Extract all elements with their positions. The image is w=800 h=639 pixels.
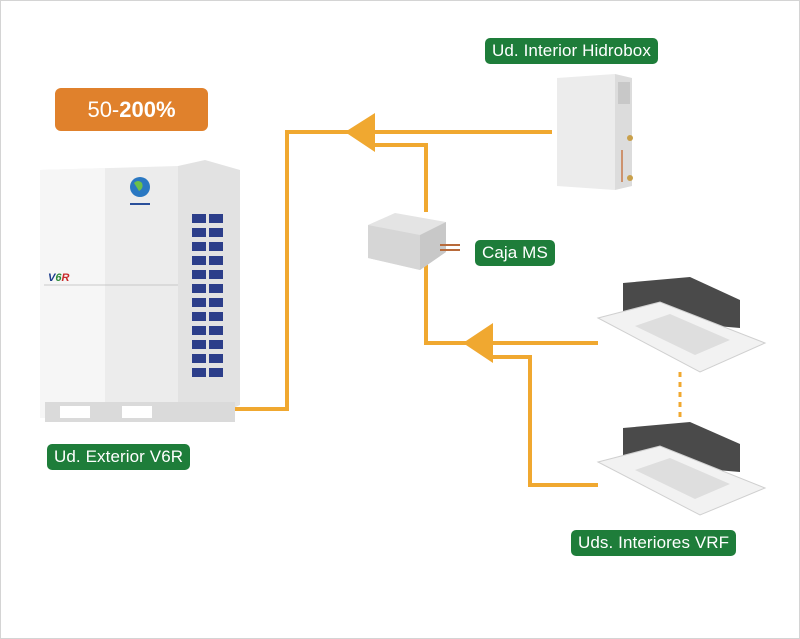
label-indoor-units: Uds. Interiores VRF: [571, 530, 737, 556]
outdoor-unit-grille: [192, 214, 223, 377]
flow-arrow-lower: [463, 323, 493, 363]
indoor-unit-cassette-1: [596, 277, 767, 373]
capacity-range-end: 200%: [119, 97, 176, 122]
outdoor-unit-image: V6R: [40, 160, 240, 422]
pipe-indoor-branch: [490, 355, 598, 487]
refrigerant-pipes: [233, 130, 682, 487]
label-hidrobox: Ud. Interior Hidrobox: [485, 38, 658, 64]
pipe-ms-box-to-main: [372, 143, 428, 212]
flow-arrow-upper: [345, 113, 375, 152]
label-ms-box: Caja MS: [475, 240, 555, 266]
v6r-logo: V6R: [48, 272, 69, 284]
pipe-ms-box-to-indoor: [424, 256, 598, 345]
capacity-range-start: 50-: [87, 97, 120, 122]
indoor-unit-cassette-2: [596, 422, 767, 516]
capacity-ratio-badge: 50-200%: [55, 88, 208, 131]
hidrobox-unit-image: [557, 74, 633, 190]
label-outdoor-unit: Ud. Exterior V6R: [47, 444, 191, 470]
ms-box-image: [368, 213, 460, 270]
pipe-outdoor-main: [233, 130, 552, 411]
